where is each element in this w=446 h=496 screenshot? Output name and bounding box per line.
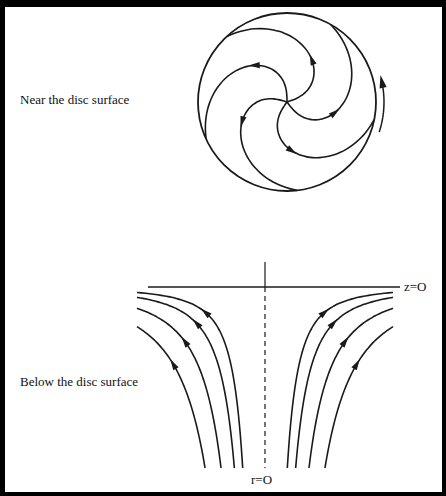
streamline [137, 327, 205, 468]
axis-label: r=O [251, 472, 287, 488]
arrowhead [318, 309, 328, 319]
arrowhead [249, 62, 260, 68]
arrowhead [339, 337, 348, 348]
axis-line [264, 262, 265, 287]
streamline [137, 297, 234, 468]
arrowhead [351, 359, 359, 370]
spiral-streamline [227, 29, 314, 102]
spiral-streamline [287, 24, 352, 119]
spiral-streamline [205, 65, 287, 139]
rotation-arrow [379, 82, 384, 132]
arrowhead [181, 337, 190, 348]
arrowhead [329, 109, 340, 118]
arrowhead [201, 309, 211, 319]
view-label: Near the disc surface [20, 92, 140, 108]
axis-dashed [264, 287, 265, 468]
arrowhead [310, 54, 317, 66]
arrowhead [193, 319, 203, 329]
streamline [137, 292, 243, 468]
arrowhead [240, 116, 246, 128]
arrowhead [170, 359, 178, 370]
disc-surface-line [148, 286, 400, 287]
disc-rim [198, 13, 376, 191]
axis-label: z=O [404, 279, 440, 295]
streamline [309, 308, 393, 468]
arrowhead [286, 145, 297, 154]
arrowhead [380, 75, 387, 88]
streamline [287, 292, 393, 468]
spiral-streamline [241, 99, 298, 191]
streamline [296, 297, 393, 468]
view-label: Below the disc surface [20, 374, 140, 390]
arrowhead [327, 319, 337, 329]
streamline [325, 327, 393, 468]
ground [5, 7, 442, 492]
spiral-streamline [277, 102, 374, 158]
side-view [137, 262, 400, 468]
streamline [137, 308, 221, 468]
disc-view [198, 13, 387, 191]
